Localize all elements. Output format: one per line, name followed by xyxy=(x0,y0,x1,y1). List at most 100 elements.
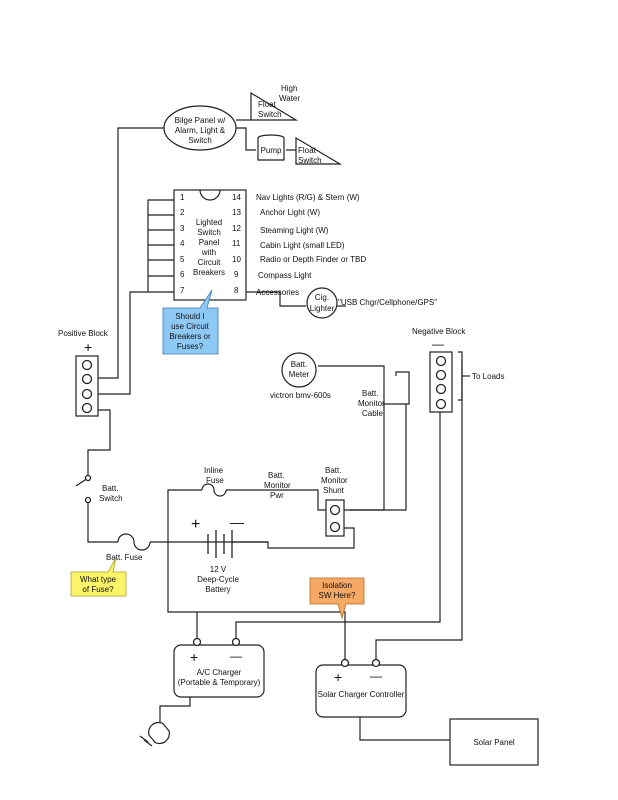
note-breakers: Should I use Circuit Breakers or Fuses? xyxy=(162,289,219,355)
note-isolation-line-1: Isolation xyxy=(322,581,352,590)
ac-charger-line-1: A/C Charger xyxy=(197,668,242,677)
battery-label-3: Battery xyxy=(205,585,230,594)
solar-controller-label: Solar Charger Controller xyxy=(318,690,405,699)
note-breakers-line-1: Should I xyxy=(175,312,204,321)
ac-charger-plus: + xyxy=(190,649,198,665)
circuit-label-compass: Compass Light xyxy=(258,271,312,280)
float-switch-high-line-1: Float xyxy=(258,100,277,109)
note-isolation-line-2: SW Here? xyxy=(319,591,356,600)
float-switch-high-line-2: Switch xyxy=(258,110,282,119)
switch-panel-label-4: with xyxy=(201,248,216,257)
battery-meter: Batt. Meter xyxy=(281,352,317,388)
solar-controller-plus: + xyxy=(334,669,342,685)
pin-left-4: 4 xyxy=(180,239,185,248)
cig-lighter-line-2: Lighter xyxy=(310,304,335,313)
monitor-pwr-line-2: Monitor xyxy=(264,481,291,490)
solar-controller-minus: — xyxy=(370,669,382,683)
pump-label: Pump xyxy=(261,146,282,155)
battery-label-1: 12 V xyxy=(210,565,227,574)
ac-charger-minus: — xyxy=(230,649,242,663)
battery xyxy=(207,530,233,558)
circuit-label-cabin: Cabin Light (small LED) xyxy=(260,241,345,250)
circuit-label-accessories: Accessories xyxy=(256,288,299,297)
battery-meter-model: victron bmv-600s xyxy=(270,391,331,400)
high-water-line-1: High xyxy=(281,84,297,93)
pin-left-6: 6 xyxy=(180,270,185,279)
monitor-cable-line-3: Cable xyxy=(362,409,383,418)
to-loads-label: To Loads xyxy=(472,372,504,381)
cig-lighter-note: "USB Chgr/Cellphone/GPS" xyxy=(338,298,437,307)
pin-left-7: 7 xyxy=(180,286,185,295)
ac-charger-line-2: (Portable & Temporary) xyxy=(178,678,261,687)
pin-left-2: 2 xyxy=(180,208,185,217)
pin-right-8: 8 xyxy=(234,286,239,295)
note-fuse-type: What type of Fuse? xyxy=(70,557,127,597)
monitor-shunt-line-1: Batt. xyxy=(325,466,341,475)
ac-plug-icon xyxy=(139,721,171,747)
switch-panel-label-2: Switch xyxy=(197,228,221,237)
bilge-panel-line-1: Bilge Panel w/ xyxy=(175,116,226,125)
monitor-cable-line-1: Batt. xyxy=(362,389,378,398)
battery-fuse xyxy=(117,533,151,551)
positive-block-title: Positive Block xyxy=(58,329,109,338)
monitor-shunt-line-2: Monitor xyxy=(321,476,348,485)
circuit-label-anchor: Anchor Light (W) xyxy=(260,208,320,217)
positive-block xyxy=(75,355,99,417)
pin-right-14: 14 xyxy=(232,193,241,202)
note-fuse-type-line-2: of Fuse? xyxy=(82,585,114,594)
battery-meter-line-2: Meter xyxy=(289,370,310,379)
battery-switch xyxy=(84,474,92,504)
pin-left-1: 1 xyxy=(180,193,185,202)
note-breakers-line-4: Fuses? xyxy=(177,342,204,351)
cig-lighter-line-1: Cig. xyxy=(315,293,329,302)
circuit-label-steaming: Steaming Light (W) xyxy=(260,226,329,235)
battery-label-2: Deep-Cycle xyxy=(197,575,239,584)
float-switch-high: Float Switch xyxy=(250,91,299,121)
negative-block-title: Negative Block xyxy=(412,327,466,336)
float-switch-low: Float Switch xyxy=(295,136,343,165)
note-isolation: Isolation SW Here? xyxy=(309,577,365,620)
note-breakers-line-2: use Circuit xyxy=(171,322,210,331)
inline-fuse-line-1: Inline xyxy=(204,466,224,475)
battery-plus: + xyxy=(191,516,200,533)
bilge-panel-line-3: Switch xyxy=(188,136,212,145)
circuit-label-radio: Radio or Depth Finder or TBD xyxy=(260,255,366,264)
inline-fuse-line-2: Fuse xyxy=(206,476,224,485)
high-water-line-2: Water xyxy=(279,94,300,103)
solar-panel: Solar Panel xyxy=(449,718,539,766)
cig-lighter: Cig. Lighter xyxy=(306,287,338,319)
ac-charger: A/C Charger (Portable & Temporary) xyxy=(173,637,265,698)
monitor-shunt xyxy=(325,499,345,537)
battery-switch-line-2: Switch xyxy=(99,494,123,503)
float-switch-low-line-2: Switch xyxy=(298,156,322,165)
note-breakers-line-3: Breakers or xyxy=(169,332,211,341)
circuit-labels: Nav Lights (R/G) & Stern (W) Anchor Ligh… xyxy=(256,193,366,297)
pin-left-5: 5 xyxy=(180,255,185,264)
switch-panel-label-6: Breakers xyxy=(193,268,225,277)
switch-panel: Lighted Switch Panel with Circuit Breake… xyxy=(173,189,247,301)
battery-meter-line-1: Batt. xyxy=(291,360,307,369)
wires xyxy=(75,119,470,741)
positive-block-symbol: + xyxy=(84,339,92,355)
battery-fuse-label: Batt. Fuse xyxy=(106,553,143,562)
pin-left-3: 3 xyxy=(180,224,185,233)
solar-panel-label: Solar Panel xyxy=(473,738,515,747)
switch-panel-label-5: Circuit xyxy=(198,258,221,267)
solar-charger-controller: Solar Charger Controller xyxy=(315,658,407,718)
pin-right-9: 9 xyxy=(234,270,239,279)
monitor-pwr-line-3: Pwr xyxy=(270,491,284,500)
inline-fuse xyxy=(201,483,227,497)
battery-switch-line-1: Batt. xyxy=(102,484,118,493)
negative-block xyxy=(429,351,453,413)
battery-minus: — xyxy=(230,514,244,530)
negative-block-symbol: — xyxy=(432,337,444,351)
switch-panel-label-3: Panel xyxy=(199,238,220,247)
float-switch-low-line-1: Float xyxy=(298,146,317,155)
circuit-label-nav: Nav Lights (R/G) & Stern (W) xyxy=(256,193,360,202)
switch-panel-label-1: Lighted xyxy=(196,218,222,227)
note-fuse-type-line-1: What type xyxy=(80,575,117,584)
monitor-cable-line-2: Monitor xyxy=(358,399,385,408)
pin-right-10: 10 xyxy=(232,255,241,264)
bilge-panel-line-2: Alarm, Light & xyxy=(175,126,226,135)
